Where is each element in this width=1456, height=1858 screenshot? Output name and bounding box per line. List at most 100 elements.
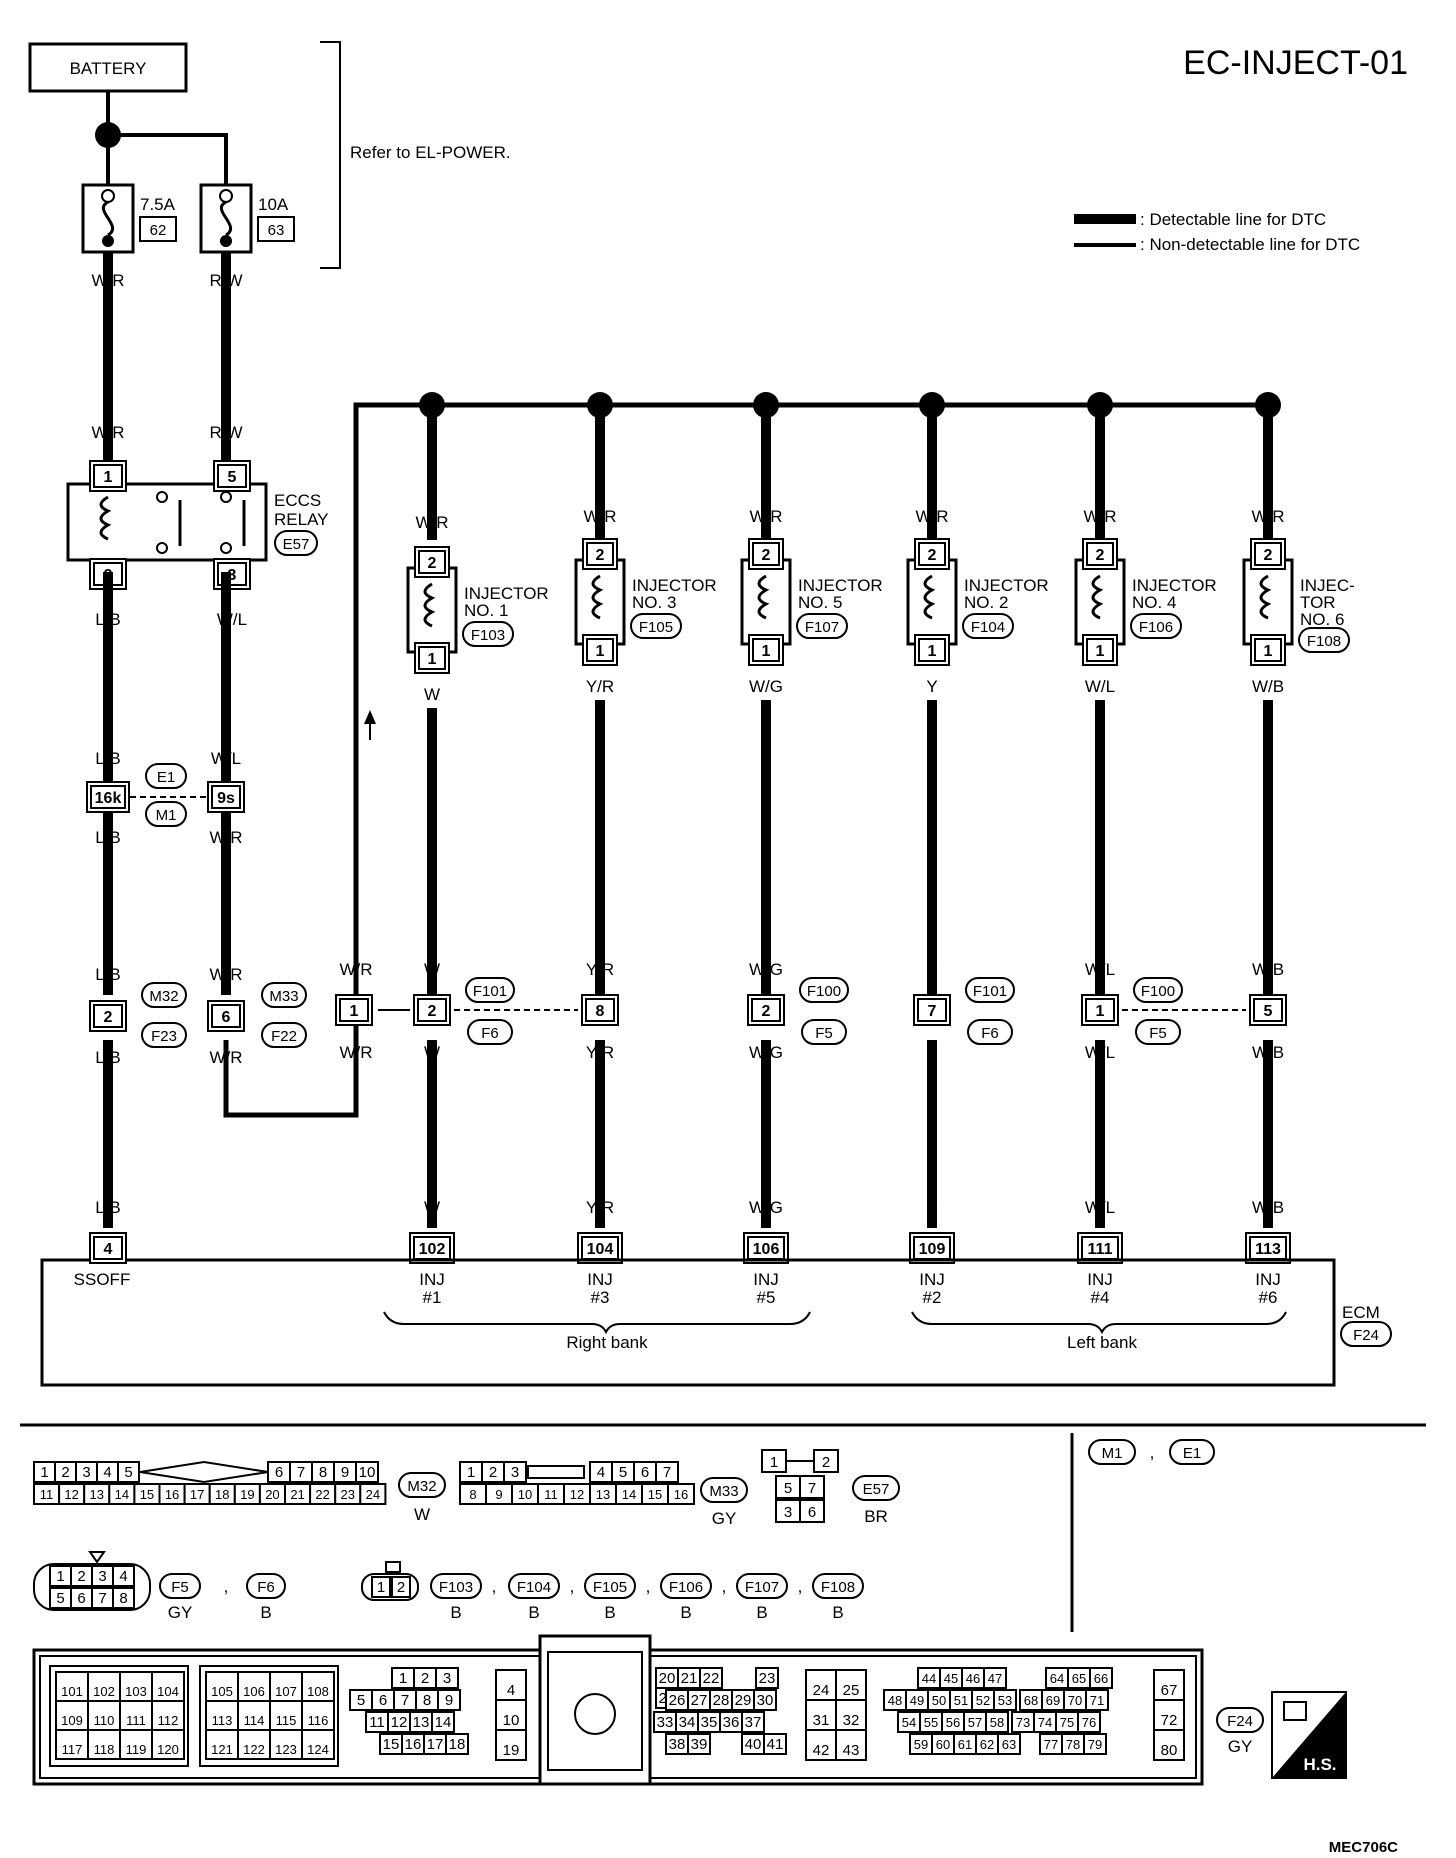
f24-pin: 74 bbox=[1038, 1715, 1052, 1730]
joint-m32-pin: 2 bbox=[104, 1009, 113, 1026]
injector-6-pin-2-box bbox=[1254, 542, 1282, 566]
joint-f23-connector-outline bbox=[141, 1022, 187, 1048]
f24-pin: 43 bbox=[843, 1742, 860, 1759]
injector-3-name-2: NO. 5 bbox=[798, 593, 842, 612]
m1-connector-id-outline bbox=[1088, 1439, 1136, 1465]
fuse-rating: 10A bbox=[258, 195, 289, 214]
m32-pin: 3 bbox=[82, 1464, 90, 1481]
injector-6-connector-outline bbox=[1298, 627, 1350, 653]
injector-6-supply-wire-label: W/R bbox=[1251, 507, 1284, 526]
injector-connector-id: F105 bbox=[593, 1579, 627, 1596]
e57-pin-cell bbox=[813, 1449, 839, 1473]
f24-pin-cell bbox=[205, 1700, 239, 1731]
f5-pin: 7 bbox=[98, 1590, 106, 1607]
injector-5-signal-wire-label: W/L bbox=[1085, 677, 1115, 696]
f24-pin-cell bbox=[1089, 1667, 1113, 1689]
relay-contact-icon bbox=[220, 542, 232, 554]
f24-pin: 36 bbox=[723, 1714, 740, 1731]
f24-pin-cell bbox=[993, 1689, 1017, 1711]
m32-pin: 17 bbox=[190, 1487, 204, 1502]
injector-6-name-2: TOR bbox=[1300, 593, 1336, 612]
relay-contact-icon bbox=[220, 491, 232, 503]
joint-m33-pin-box bbox=[211, 1004, 241, 1028]
f24-pin: 71 bbox=[1090, 1693, 1104, 1708]
injector-1-ecm-wire-label: W bbox=[424, 1198, 440, 1217]
injector-1-ecm-pin: 102 bbox=[419, 1241, 446, 1258]
f24-pin-cell bbox=[119, 1671, 153, 1702]
f24-pin: 32 bbox=[843, 1712, 860, 1729]
f24-pin-cell bbox=[985, 1711, 1009, 1733]
injector-2-signal-wire-label: Y/R bbox=[586, 677, 614, 696]
f24-pin-cell bbox=[763, 1733, 787, 1755]
joint-e1-connector: E1 bbox=[157, 769, 175, 786]
injector-3-joint-connector-1-outline bbox=[799, 977, 849, 1003]
joint-m33-connector-outline bbox=[261, 982, 307, 1008]
injector-connector-id-outline bbox=[508, 1573, 560, 1599]
injector-5-pin-2-box bbox=[1086, 542, 1114, 566]
injector-connector-id: F107 bbox=[745, 1579, 779, 1596]
f5-pin-cell bbox=[112, 1565, 135, 1587]
f24-pin: 40 bbox=[745, 1736, 762, 1753]
joint-m32-connector: M32 bbox=[149, 988, 178, 1005]
f24-pin-cell bbox=[1077, 1711, 1101, 1733]
m33-pin: 10 bbox=[518, 1487, 532, 1502]
f24-pin: 37 bbox=[745, 1714, 762, 1731]
injector-1-ecm-terminal-number: #1 bbox=[423, 1288, 442, 1307]
e57-color: BR bbox=[864, 1507, 888, 1526]
injector-5-joint-connector-2: F5 bbox=[1149, 1025, 1167, 1042]
joint-e1-wire-bottom-1: L/B bbox=[95, 828, 121, 847]
injector-3-joint-connector-2: F5 bbox=[815, 1025, 833, 1042]
f24-pin: 16 bbox=[405, 1736, 422, 1753]
injector-4-pin-2: 2 bbox=[928, 547, 937, 564]
f24-block-1 bbox=[49, 1665, 189, 1767]
m32-pin: 19 bbox=[240, 1487, 254, 1502]
f24-pin: 80 bbox=[1161, 1742, 1178, 1759]
f24-pin: 22 bbox=[703, 1670, 720, 1687]
m32-color: W bbox=[414, 1505, 430, 1524]
f24-connector-id-outline bbox=[1216, 1707, 1264, 1733]
f24-pin: 33 bbox=[657, 1714, 674, 1731]
m32-pin: 21 bbox=[290, 1487, 304, 1502]
injector-6-ecm-pin: 113 bbox=[1255, 1241, 1281, 1258]
left-bank-bracket bbox=[911, 1311, 1287, 1335]
f24-pin: 61 bbox=[958, 1737, 972, 1752]
f24-pin-cell bbox=[755, 1667, 779, 1689]
f24-pin: 78 bbox=[1066, 1737, 1080, 1752]
f24-pin: 59 bbox=[914, 1737, 928, 1752]
injector-3-signal-wire-label: W/G bbox=[749, 677, 783, 696]
fuse-icon bbox=[219, 200, 233, 237]
joint-e1-pin-9s: 9s bbox=[217, 790, 235, 807]
f24-pin: 124 bbox=[307, 1742, 329, 1757]
injector-connector-id-outline bbox=[736, 1573, 788, 1599]
f24-pin-cell bbox=[805, 1699, 837, 1731]
e57-pin: 5 bbox=[784, 1480, 792, 1497]
m32-pin: 12 bbox=[64, 1487, 78, 1502]
e57-pin-cell bbox=[799, 1475, 825, 1499]
f5-pin: 6 bbox=[77, 1590, 85, 1607]
bus-joint-wire-top: W/R bbox=[339, 960, 372, 979]
m33-pin: 8 bbox=[469, 1487, 476, 1502]
f24-pin: 57 bbox=[968, 1715, 982, 1730]
f24-pin: 106 bbox=[243, 1684, 265, 1699]
f6-connector-id: F6 bbox=[257, 1579, 275, 1596]
f24-pin-cell bbox=[835, 1699, 867, 1731]
f5-pin: 3 bbox=[98, 1568, 106, 1585]
relay-name-2: RELAY bbox=[274, 510, 329, 529]
f24-pin: 15 bbox=[383, 1736, 400, 1753]
m32-pin: 16 bbox=[165, 1487, 179, 1502]
m1-e1-separator: , bbox=[1150, 1443, 1155, 1462]
m32-pin: 4 bbox=[103, 1464, 111, 1481]
f24-pin: 10 bbox=[503, 1712, 520, 1729]
m32-pin-cell bbox=[355, 1461, 379, 1483]
injector-5-pin-1-box bbox=[1086, 638, 1114, 662]
injector-6-body bbox=[1242, 558, 1294, 646]
f24-pin-cell bbox=[495, 1729, 527, 1761]
injector-1-pin-1: 1 bbox=[428, 651, 437, 668]
f24-pin: 27 bbox=[691, 1692, 708, 1709]
relay-pin-5: 5 bbox=[228, 469, 237, 486]
m33-pin: 13 bbox=[596, 1487, 610, 1502]
m33-pin: 11 bbox=[544, 1487, 558, 1502]
injector-3-ecm-wire-label: W/G bbox=[749, 1198, 783, 1217]
f5-pin-cell bbox=[112, 1587, 135, 1609]
f24-pin: 52 bbox=[976, 1693, 990, 1708]
